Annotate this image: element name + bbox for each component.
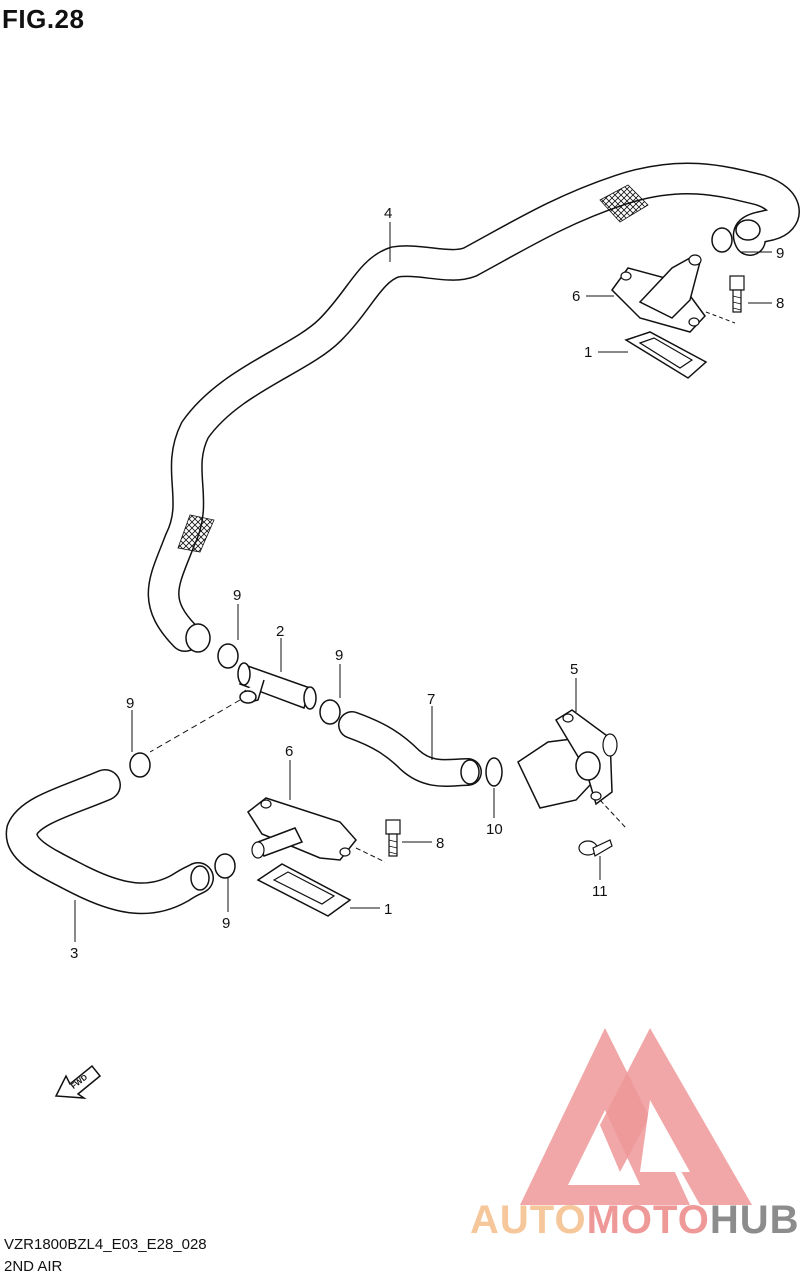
bolt-upper	[729, 275, 745, 313]
callout-9: 9	[335, 647, 343, 664]
callout-9: 9	[776, 245, 784, 262]
brand-auto: AUTO	[470, 1198, 587, 1242]
fwd-arrow-icon: FWD	[54, 1064, 102, 1099]
callout-1: 1	[584, 344, 592, 361]
gasket-lower	[256, 863, 352, 917]
leader-lines	[74, 222, 772, 942]
clip-middle-left	[129, 643, 341, 879]
brand-hub: HUB	[709, 1198, 800, 1242]
callout-labels: 4 9 6 8 1 9 2 9 5 9 7 6 10 8 9 11 1 3	[70, 205, 784, 962]
brand-moto: MOTO	[586, 1198, 710, 1242]
figure-code: VZR1800BZL4_E03_E28_028	[4, 1236, 207, 1253]
callout-6: 6	[285, 743, 293, 760]
callout-9: 9	[222, 915, 230, 932]
callout-4: 4	[384, 205, 392, 222]
callout-8: 8	[776, 295, 784, 312]
callout-10: 10	[486, 821, 503, 838]
hose-7	[338, 711, 482, 787]
hose-4	[147, 162, 800, 653]
air-valve-5	[517, 709, 627, 829]
callout-8: 8	[436, 835, 444, 852]
hose-3	[5, 769, 214, 915]
callout-3: 3	[70, 945, 78, 962]
gasket-upper	[624, 331, 708, 379]
figure-title: FIG.28	[2, 4, 85, 34]
callout-7: 7	[427, 691, 435, 708]
reed-valve-cover-upper	[611, 254, 736, 333]
clip-10	[485, 757, 503, 787]
callout-5: 5	[570, 661, 578, 678]
screw-11	[578, 839, 613, 857]
reed-valve-cover-lower	[247, 797, 386, 863]
callout-9: 9	[233, 587, 241, 604]
callout-9: 9	[126, 695, 134, 712]
callout-2: 2	[276, 623, 284, 640]
callout-1: 1	[384, 901, 392, 918]
clip-upper	[711, 227, 733, 253]
watermark-brand: AUTOMOTOHUB	[470, 1198, 800, 1243]
callout-11: 11	[592, 883, 608, 900]
bolt-lower	[385, 819, 401, 857]
t-joint-2	[149, 662, 317, 753]
callout-6: 6	[572, 288, 580, 305]
figure-name: 2ND AIR	[4, 1258, 63, 1275]
